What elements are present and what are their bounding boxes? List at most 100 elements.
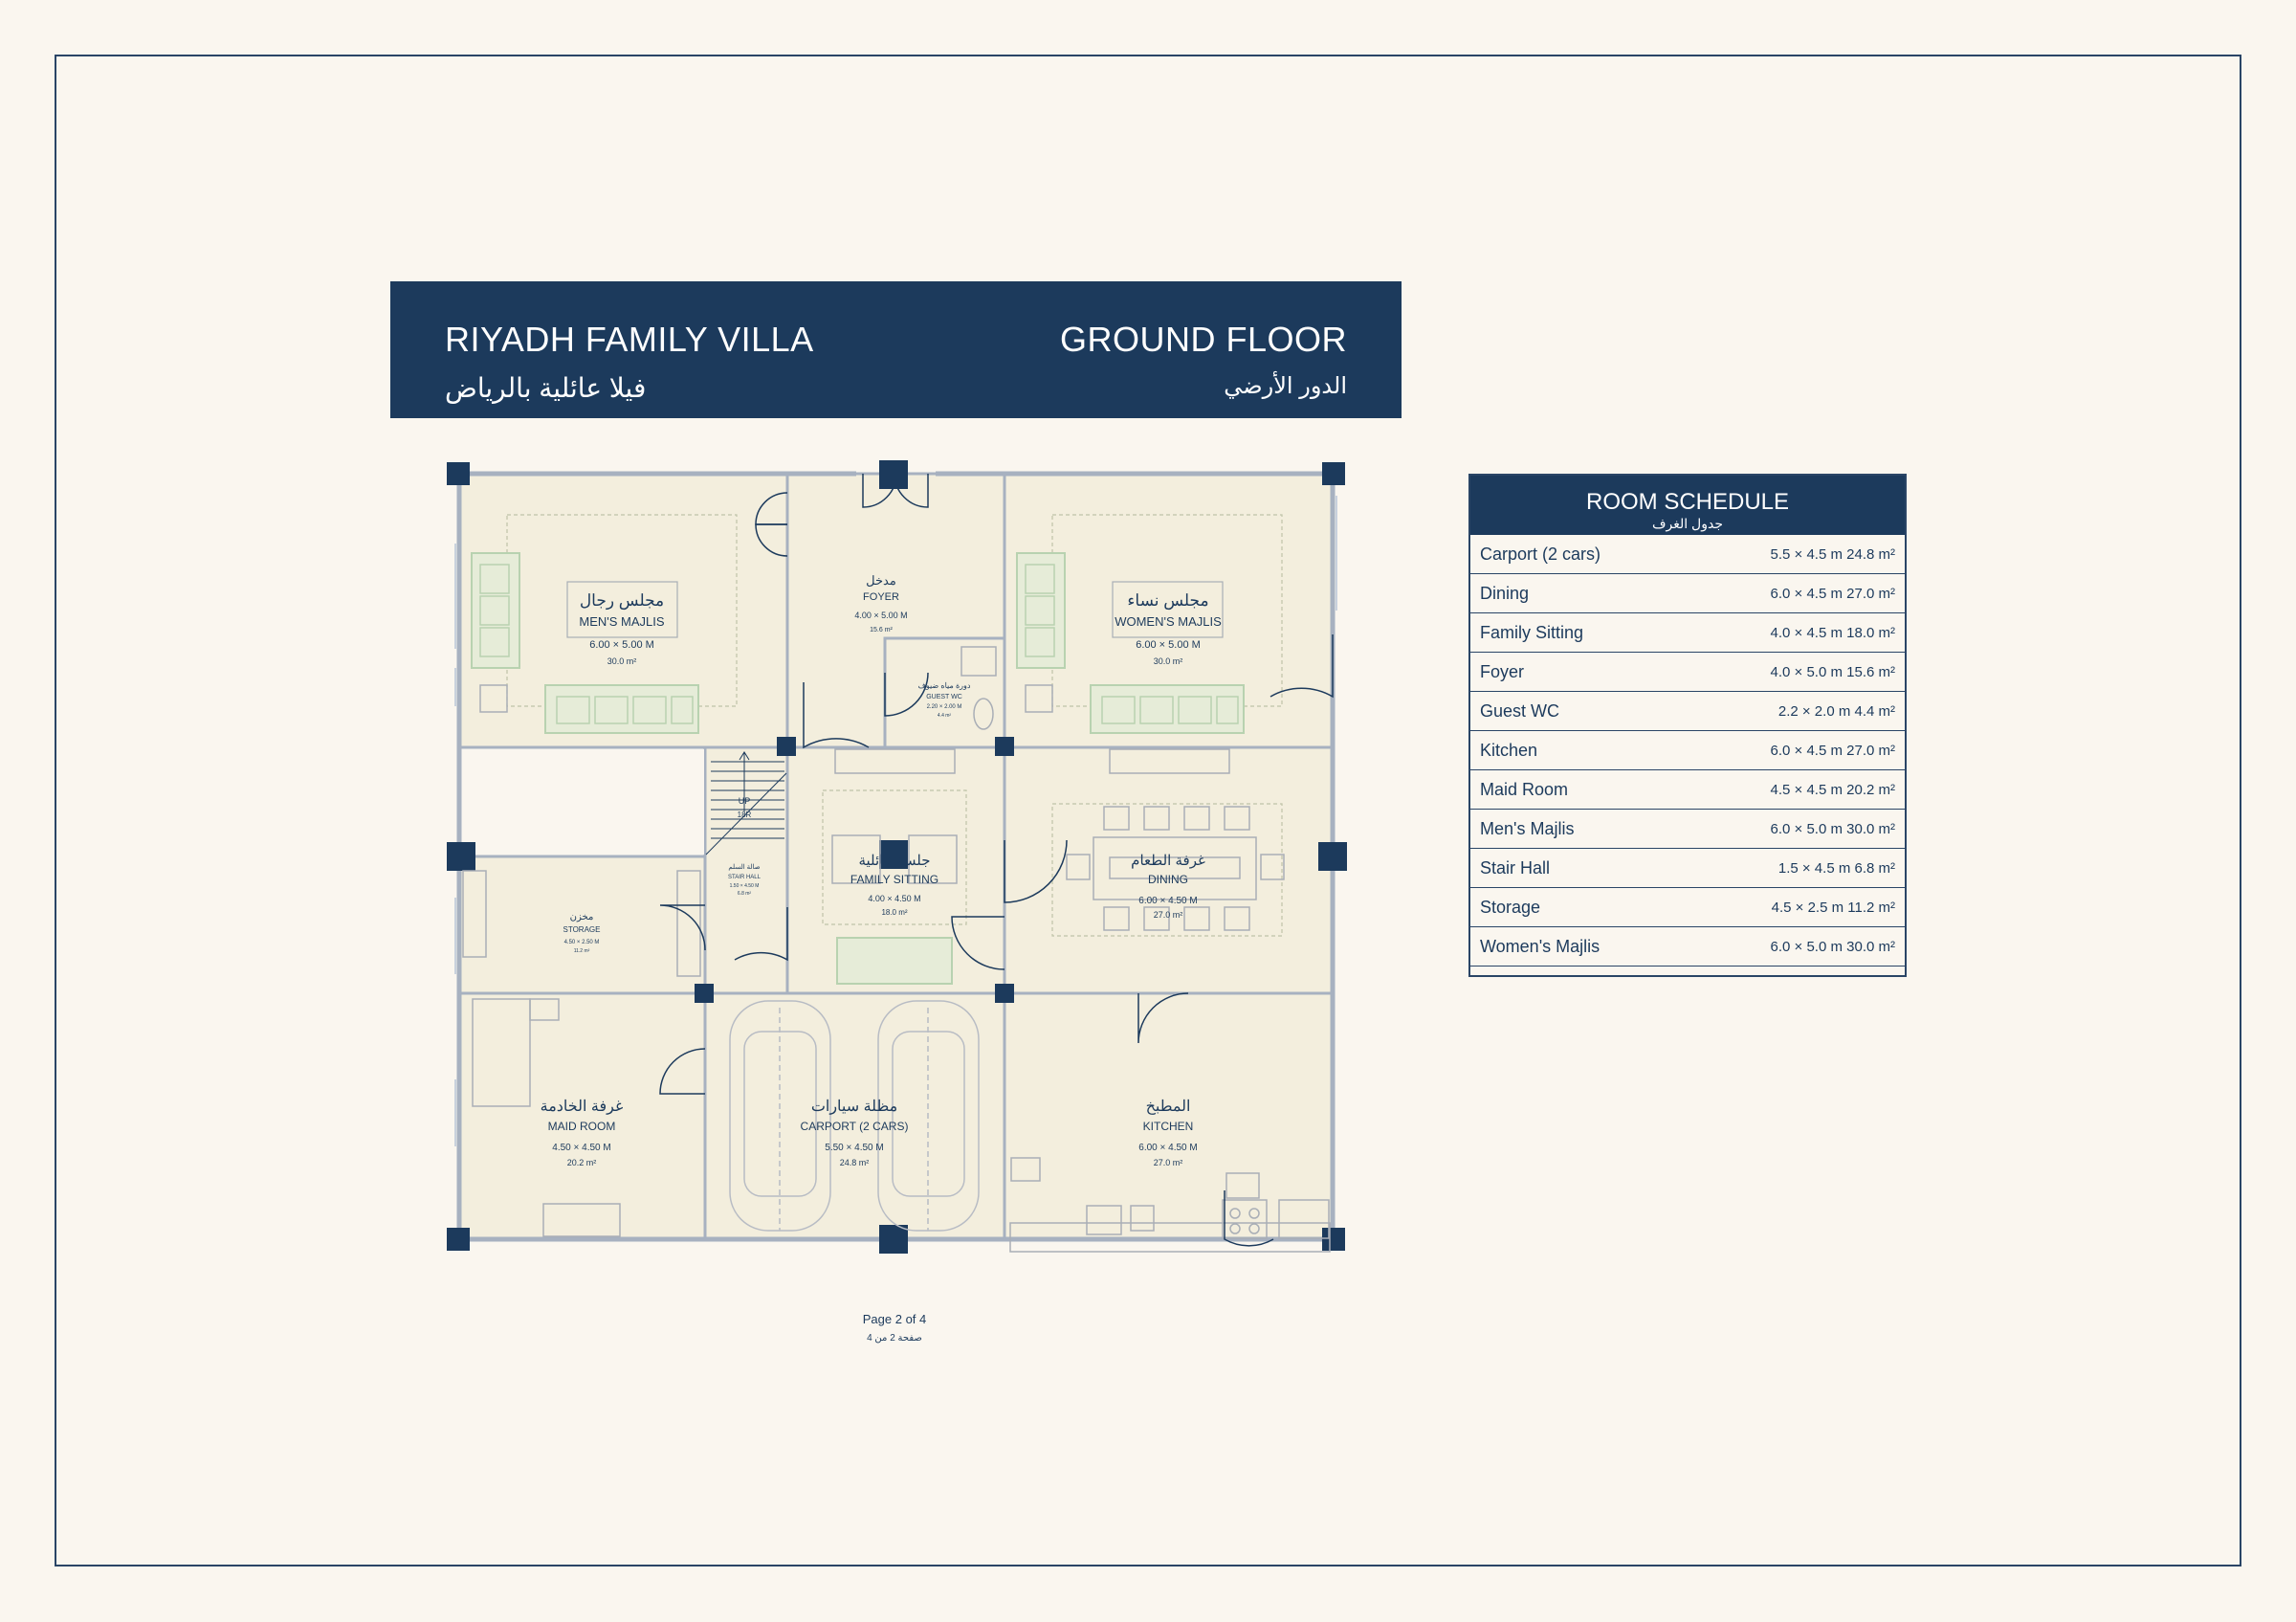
storage-label-ar: مخزن	[570, 912, 594, 922]
schedule-room-name: Maid Room	[1480, 780, 1569, 799]
project-title-arabic: فيلا عائلية بالرياض	[445, 373, 647, 403]
family-sitting-label-ar: جلسة عائلية	[858, 853, 930, 869]
family-sitting-dims: 4.00 × 4.50 M	[868, 894, 920, 903]
carport-label-ar: مظلة سيارات	[811, 1099, 897, 1115]
page-number-arabic: صفحة 2 من 4	[867, 1333, 922, 1344]
schedule-room-name: Guest WC	[1480, 701, 1560, 721]
column	[879, 1225, 908, 1254]
schedule-room-size: 6.0 × 5.0 m 30.0 m²	[1770, 939, 1895, 955]
column	[1322, 462, 1345, 485]
schedule-row: Family Sitting 4.0 × 4.5 m 18.0 m²	[1470, 613, 1905, 653]
sheet-border	[55, 55, 2241, 1566]
column	[1322, 1228, 1345, 1251]
schedule-room-name: Family Sitting	[1480, 623, 1584, 642]
womens-majlis-dims: 6.00 × 5.00 M	[1136, 639, 1201, 651]
kitchen-area: 27.0 m²	[1154, 1158, 1183, 1167]
schedule-room-name: Men's Majlis	[1480, 819, 1575, 838]
room-schedule-title: ROOM SCHEDULE	[1585, 489, 1790, 515]
kitchen-dims: 6.00 × 4.50 M	[1138, 1143, 1197, 1153]
stair-hall-label: STAIR HALL	[728, 875, 762, 880]
floor-plan: مجلس رجال MEN'S MAJLIS 6.00 × 5.00 M 30.…	[447, 460, 1347, 1254]
title-block: RIYADH FAMILY VILLA فيلا عائلية بالرياض …	[390, 281, 1402, 418]
schedule-room-size: 6.0 × 4.5 m 27.0 m²	[1770, 586, 1895, 602]
column	[447, 842, 475, 871]
floor-title-arabic: الدور الأرضي	[1224, 373, 1347, 399]
kitchen-room	[1003, 991, 1335, 1241]
stair-up-label: UP	[739, 796, 751, 806]
storage-label: STORAGE	[563, 925, 601, 934]
room-schedule: ROOM SCHEDULE جدول الغرف Carport (2 cars…	[1468, 474, 1907, 977]
column	[777, 737, 796, 756]
schedule-room-name: Foyer	[1480, 662, 1525, 681]
stair-steps-label: 18R	[738, 811, 752, 819]
schedule-room-size: 2.2 × 2.0 m 4.4 m²	[1777, 703, 1895, 720]
schedule-row: Stair Hall 1.5 × 4.5 m 6.8 m²	[1470, 849, 1905, 888]
schedule-room-size: 4.0 × 5.0 m 15.6 m²	[1770, 664, 1895, 680]
schedule-row: Dining 6.0 × 4.5 m 27.0 m²	[1470, 574, 1905, 613]
storage-area: 11.2 m²	[574, 948, 590, 954]
courtyard-void	[460, 749, 704, 855]
stair-hall-area: 6.8 m²	[738, 891, 752, 897]
schedule-room-size: 5.5 × 4.5 m 24.8 m²	[1770, 546, 1895, 563]
stair-hall-label-ar: صالة السلم	[728, 863, 760, 871]
foyer-area: 15.6 m²	[870, 627, 893, 633]
maid-room-dims: 4.50 × 4.50 M	[552, 1143, 610, 1153]
carport-area: 24.8 m²	[840, 1158, 870, 1167]
guest-wc-room	[883, 636, 1006, 749]
schedule-room-size: 4.0 × 4.5 m 18.0 m²	[1770, 625, 1895, 641]
schedule-room-name: Stair Hall	[1480, 858, 1551, 878]
schedule-row: Men's Majlis 6.0 × 5.0 m 30.0 m²	[1470, 810, 1905, 849]
schedule-room-size: 6.0 × 5.0 m 30.0 m²	[1770, 821, 1895, 837]
mens-majlis-label: MEN'S MAJLIS	[579, 614, 664, 629]
maid-room-label-ar: غرفة الخادمة	[541, 1099, 624, 1115]
womens-majlis-label-ar: مجلس نساء	[1127, 591, 1208, 611]
schedule-room-name: Dining	[1480, 584, 1530, 603]
mens-majlis-label-ar: مجلس رجال	[580, 591, 664, 611]
column	[447, 1228, 470, 1251]
column	[995, 737, 1014, 756]
project-title: RIYADH FAMILY VILLA	[445, 320, 814, 359]
carport-dims: 5.50 × 4.50 M	[825, 1143, 883, 1153]
column	[879, 460, 908, 489]
guest-wc-label: GUEST WC	[926, 694, 962, 700]
foyer-dims: 4.00 × 5.00 M	[854, 611, 907, 620]
column	[1318, 842, 1347, 871]
room-schedule-header: ROOM SCHEDULE جدول الغرف	[1470, 476, 1905, 535]
carport-label: CARPORT (2 CARS)	[801, 1120, 909, 1133]
dining-label-ar: غرفة الطعام	[1131, 853, 1205, 869]
schedule-row: Guest WC 2.2 × 2.0 m 4.4 m²	[1470, 692, 1905, 731]
womens-majlis-area: 30.0 m²	[1154, 656, 1183, 666]
dining-dims: 6.00 × 4.50 M	[1138, 896, 1197, 906]
mens-majlis-area: 30.0 m²	[607, 656, 637, 666]
foyer-label: FOYER	[863, 591, 899, 603]
dining-label: DINING	[1148, 873, 1188, 886]
page-number: Page 2 of 4	[862, 1312, 927, 1326]
foyer-label-ar: مدخل	[866, 573, 896, 588]
maid-room-label: MAID ROOM	[548, 1120, 616, 1133]
schedule-row: Foyer 4.0 × 5.0 m 15.6 m²	[1470, 653, 1905, 692]
maid-room	[457, 991, 707, 1241]
schedule-row: Maid Room 4.5 × 4.5 m 20.2 m²	[1470, 770, 1905, 810]
womens-majlis-label: WOMEN'S MAJLIS	[1115, 614, 1222, 629]
schedule-room-size: 1.5 × 4.5 m 6.8 m²	[1777, 860, 1895, 877]
guest-wc-dims: 2.20 × 2.00 M	[927, 704, 962, 710]
maid-room-area: 20.2 m²	[567, 1158, 597, 1167]
kitchen-label: KITCHEN	[1143, 1120, 1194, 1133]
schedule-room-name: Kitchen	[1480, 741, 1538, 760]
column	[879, 840, 908, 869]
schedule-room-size: 6.0 × 4.5 m 27.0 m²	[1770, 743, 1895, 759]
schedule-room-size: 4.5 × 2.5 m 11.2 m²	[1771, 900, 1895, 916]
family-sitting-label: FAMILY SITTING	[850, 873, 938, 886]
kitchen-label-ar: المطبخ	[1146, 1099, 1191, 1115]
schedule-row: Carport (2 cars)5.5 × 4.5 m 24.8 m²	[1470, 535, 1905, 574]
family-sitting-area: 18.0 m²	[881, 908, 907, 917]
column	[695, 984, 714, 1003]
dining-area: 27.0 m²	[1154, 910, 1183, 920]
column	[995, 984, 1014, 1003]
column	[447, 462, 470, 485]
guest-wc-area: 4.4 m²	[938, 713, 952, 719]
schedule-room-size: 4.5 × 4.5 m 20.2 m²	[1770, 782, 1895, 798]
mens-majlis-dims: 6.00 × 5.00 M	[589, 639, 654, 651]
stair-hall-dims: 1.50 × 4.50 M	[730, 883, 760, 889]
